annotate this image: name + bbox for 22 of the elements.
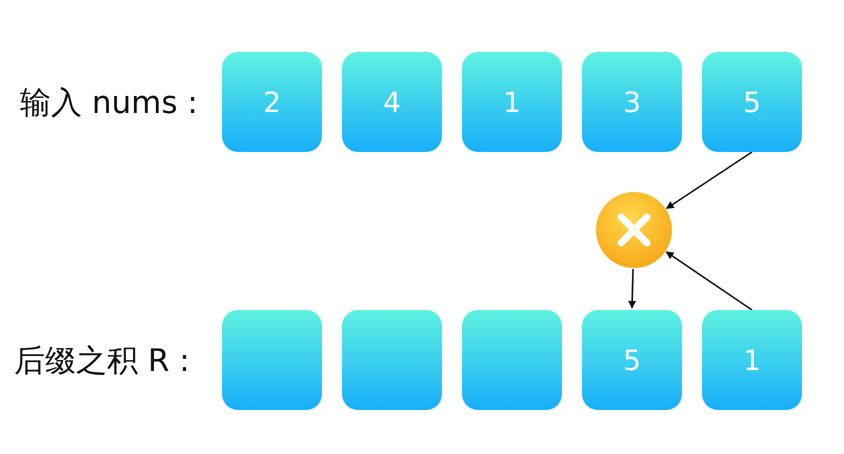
array-cell — [222, 310, 322, 410]
cell-value: 1 — [743, 344, 761, 376]
arrow — [666, 251, 752, 311]
arrow — [666, 151, 752, 210]
arrow — [628, 268, 636, 309]
array-cell — [342, 310, 442, 410]
array-cell — [222, 52, 322, 152]
row-label: 后缀之积 R : — [14, 342, 190, 381]
array-cell — [582, 310, 682, 410]
cell-value: 5 — [743, 86, 761, 118]
cell-value: 4 — [383, 86, 401, 118]
cell-value: 1 — [503, 86, 521, 118]
cell-value: 5 — [623, 344, 641, 376]
array-cell — [462, 52, 562, 152]
cell-value: 2 — [263, 86, 281, 118]
cell-value: 3 — [623, 86, 641, 118]
row-label: 输入 nums : — [20, 84, 198, 123]
array-cell — [702, 52, 802, 152]
array-cell — [582, 52, 682, 152]
array-cell — [462, 310, 562, 410]
array-cell — [342, 52, 442, 152]
array-cell — [702, 310, 802, 410]
